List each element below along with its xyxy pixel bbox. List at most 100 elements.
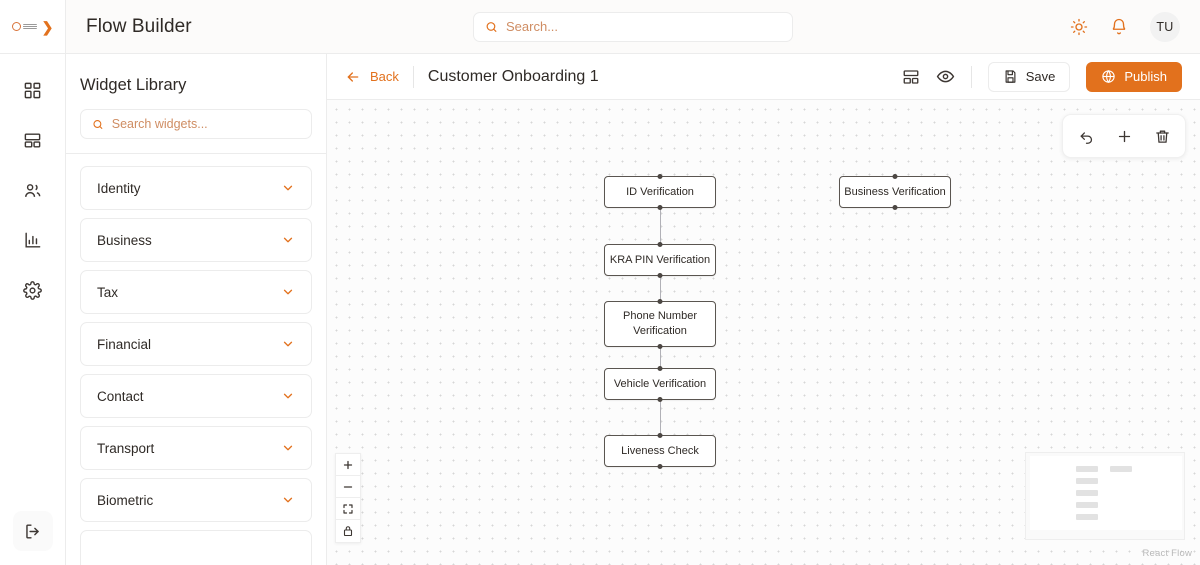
widget-category-identity[interactable]: Identity (80, 166, 312, 211)
flow-node-label: KRA PIN Verification (609, 253, 711, 266)
sun-icon (1070, 18, 1088, 35)
floppy-disk-icon (1005, 70, 1016, 83)
widget-search[interactable] (80, 109, 312, 140)
flow-edge[interactable] (660, 276, 661, 301)
logout-icon (26, 523, 39, 539)
add-node-button[interactable] (1107, 121, 1141, 151)
flow-node[interactable]: Business Verification (839, 174, 951, 210)
rail-footer (12, 511, 53, 551)
undo-button[interactable] (1069, 121, 1103, 151)
lock-icon (343, 526, 353, 537)
avatar[interactable]: TU (1150, 11, 1180, 42)
widget-category-business[interactable]: Business (80, 218, 312, 263)
publish-label: Publish (1124, 69, 1167, 84)
widget-category-contact[interactable]: Contact (80, 374, 312, 419)
category-label: Business (97, 232, 152, 248)
widget-category-tax[interactable]: Tax (80, 270, 312, 315)
flow-edge[interactable] (660, 208, 661, 244)
page-title: Flow Builder (86, 15, 192, 37)
undo-icon (1080, 131, 1092, 144)
theme-toggle-button[interactable] (1070, 18, 1088, 36)
plus-icon (343, 460, 353, 469)
node-handle-source[interactable] (892, 205, 898, 210)
node-handle-source[interactable] (657, 205, 663, 210)
logo-mark-icon (11, 22, 37, 31)
zoom-out-button[interactable] (336, 476, 360, 498)
flow-builder-area: Back Customer Onboarding 1 (327, 54, 1200, 565)
layout-panels-icon (24, 132, 41, 148)
node-handle-source[interactable] (657, 344, 663, 349)
minimap[interactable] (1025, 452, 1185, 540)
delete-button[interactable] (1145, 121, 1179, 151)
save-button[interactable]: Save (987, 61, 1071, 92)
flow-edge[interactable] (660, 347, 661, 368)
category-label: Tax (97, 284, 119, 300)
node-handle-target[interactable] (657, 366, 663, 371)
search-input[interactable] (506, 19, 781, 34)
users-icon (25, 183, 41, 197)
arrow-left-icon (347, 71, 359, 82)
react-flow-attribution: React Flow (1142, 548, 1192, 559)
chevron-down-icon[interactable] (281, 181, 295, 195)
save-label: Save (1025, 69, 1056, 84)
chevron-down-icon[interactable] (281, 441, 295, 455)
sidebar-item-settings[interactable] (13, 270, 53, 310)
back-button[interactable]: Back (345, 69, 399, 85)
bar-chart-icon (25, 232, 41, 248)
chevron-down-icon[interactable] (281, 337, 295, 351)
sidebar-item-analytics[interactable] (13, 220, 53, 260)
flow-node-label: Phone Number Verification (623, 310, 697, 337)
zoom-in-button[interactable] (336, 454, 360, 476)
flow-node[interactable]: ID Verification (604, 174, 716, 210)
node-handle-source[interactable] (657, 464, 663, 469)
publish-button[interactable]: Publish (1086, 61, 1182, 92)
notifications-button[interactable] (1110, 18, 1128, 36)
chevron-down-icon[interactable] (281, 493, 295, 507)
flow-node-label: Liveness Check (621, 444, 699, 457)
layout-button[interactable] (902, 68, 920, 86)
back-label: Back (370, 69, 399, 84)
category-label: Biometric (97, 492, 154, 508)
node-handle-target[interactable] (657, 433, 663, 438)
sidebar-item-layouts[interactable] (13, 120, 53, 160)
node-handle-target[interactable] (892, 174, 898, 179)
divider (66, 153, 326, 155)
node-handle-source[interactable] (657, 397, 663, 402)
eye-icon (936, 70, 954, 83)
node-handle-target[interactable] (657, 242, 663, 247)
widget-category-transport[interactable]: Transport (80, 426, 312, 471)
fit-view-icon (343, 503, 353, 514)
global-search[interactable] (473, 11, 793, 42)
flow-node[interactable]: Liveness Check (604, 433, 716, 469)
flow-node[interactable]: Phone Number Verification (604, 299, 716, 349)
dashboard-grid-icon (24, 82, 41, 98)
lock-button[interactable] (336, 520, 360, 542)
chevron-down-icon[interactable] (281, 285, 295, 299)
minimap-node (1076, 490, 1098, 496)
divider (970, 65, 972, 88)
widget-category-biometric[interactable]: Biometric (80, 478, 312, 523)
top-bar: Flow Builder (66, 0, 1200, 54)
flow-node[interactable]: KRA PIN Verification (604, 242, 716, 278)
widget-category-next[interactable] (80, 530, 312, 565)
node-handle-source[interactable] (657, 273, 663, 278)
layout-icon (903, 69, 919, 84)
flow-node-label: Vehicle Verification (613, 377, 707, 390)
chevron-down-icon[interactable] (281, 233, 295, 247)
widget-category-financial[interactable]: Financial (80, 322, 312, 367)
sidebar-item-users[interactable] (13, 170, 53, 210)
chevron-down-icon[interactable] (281, 389, 295, 403)
fit-view-button[interactable] (336, 498, 360, 520)
logout-button[interactable] (12, 511, 53, 551)
node-handle-target[interactable] (657, 174, 663, 179)
flow-node[interactable]: Vehicle Verification (604, 366, 716, 402)
app-logo[interactable]: ❯ (0, 0, 66, 54)
node-handle-target[interactable] (657, 299, 663, 304)
sidebar-item-dashboard[interactable] (13, 70, 53, 110)
chevron-right-icon[interactable]: ❯ (41, 18, 54, 35)
widget-search-input[interactable] (111, 117, 300, 132)
flow-edge[interactable] (660, 400, 661, 435)
preview-button[interactable] (936, 67, 955, 86)
